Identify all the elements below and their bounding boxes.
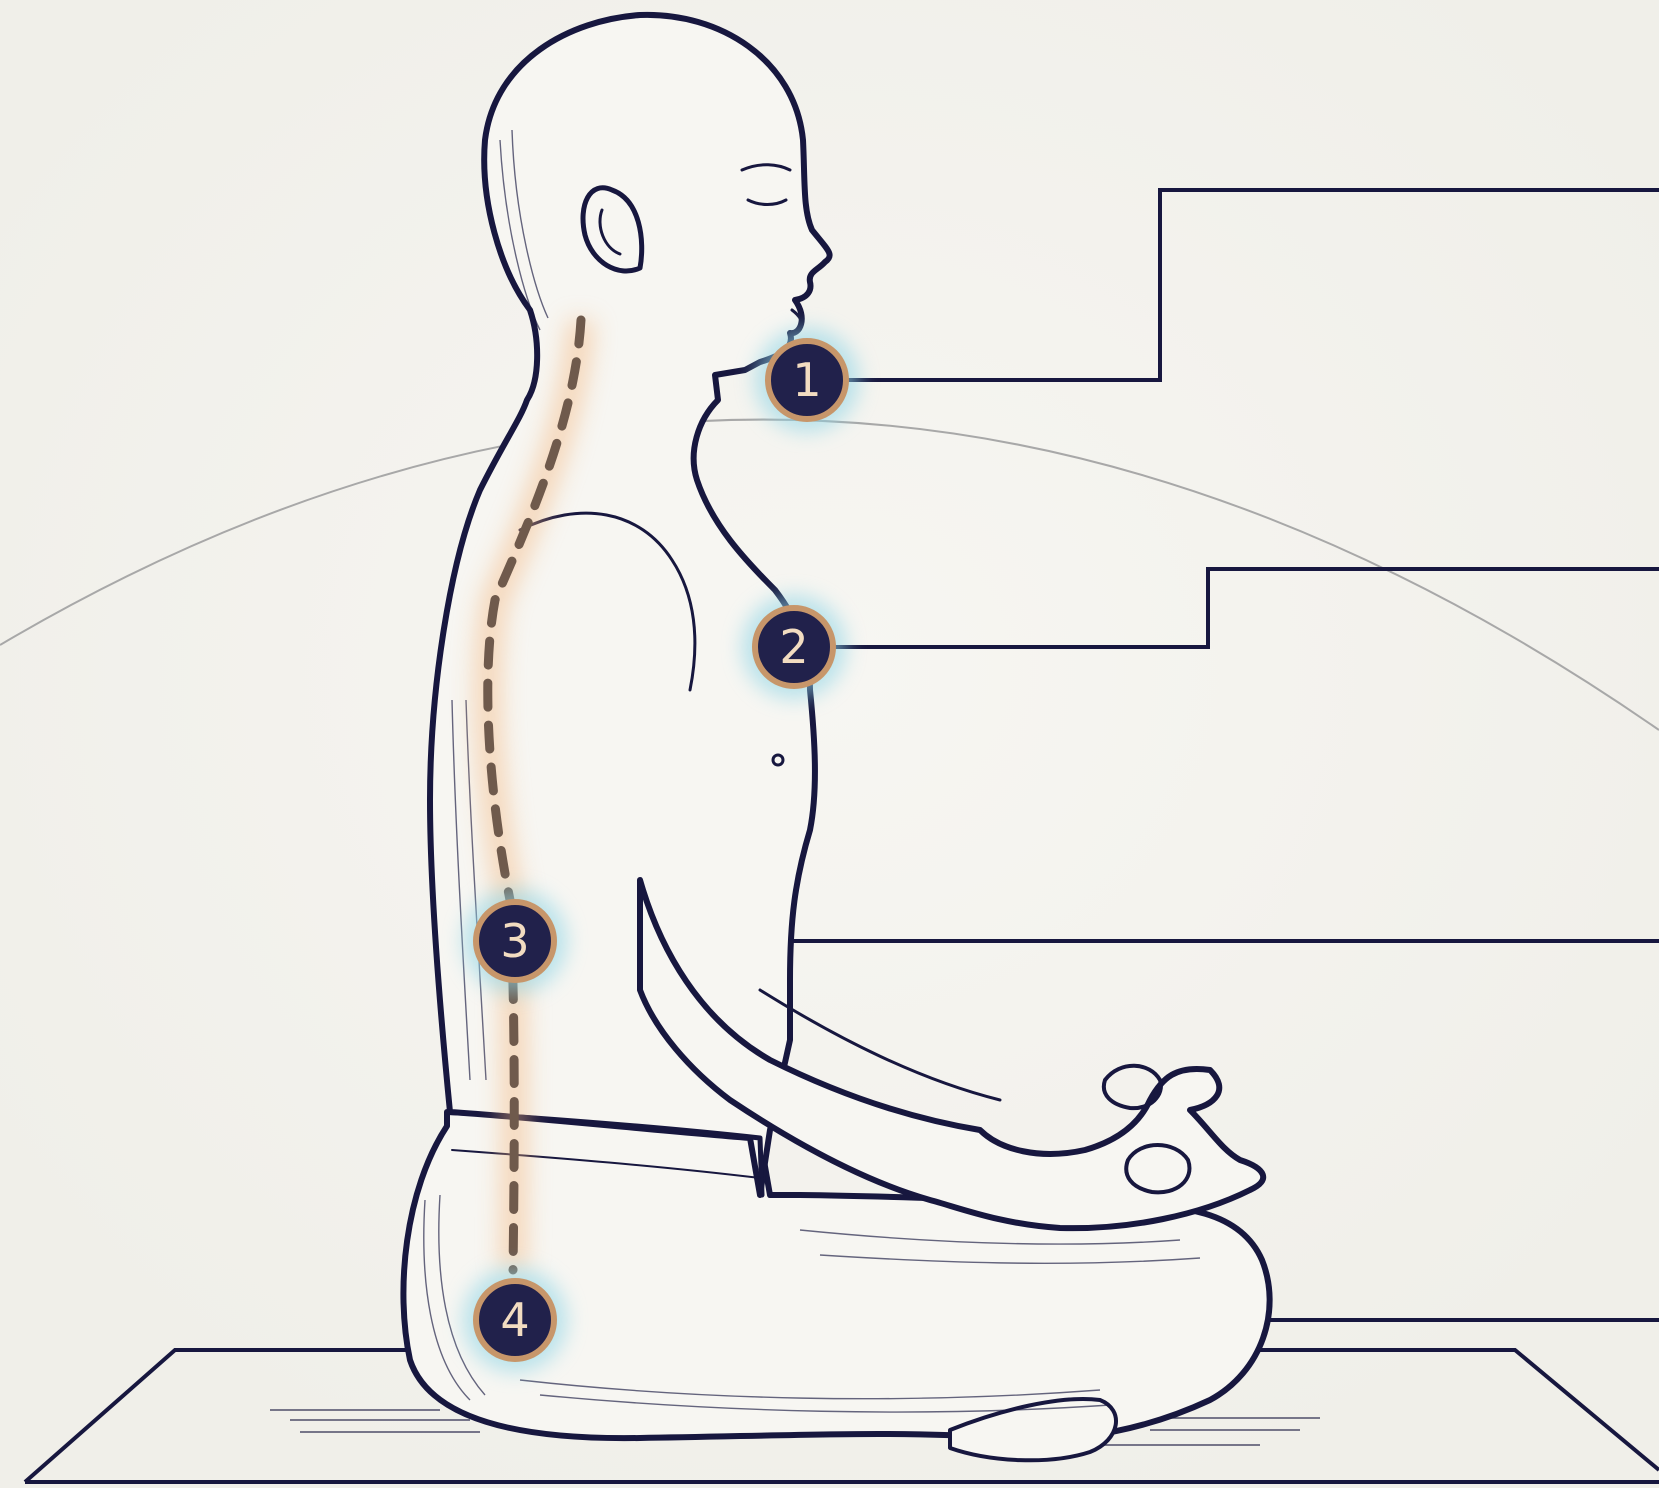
marker-label-3: 3 [500, 914, 529, 968]
marker-label-2: 2 [779, 620, 808, 674]
marker-label-4: 4 [500, 1293, 529, 1347]
marker-4: 4 [463, 1268, 567, 1372]
marker-2: 2 [742, 595, 846, 699]
marker-label-1: 1 [792, 353, 821, 407]
marker-1: 1 [755, 328, 859, 432]
marker-3: 3 [463, 889, 567, 993]
